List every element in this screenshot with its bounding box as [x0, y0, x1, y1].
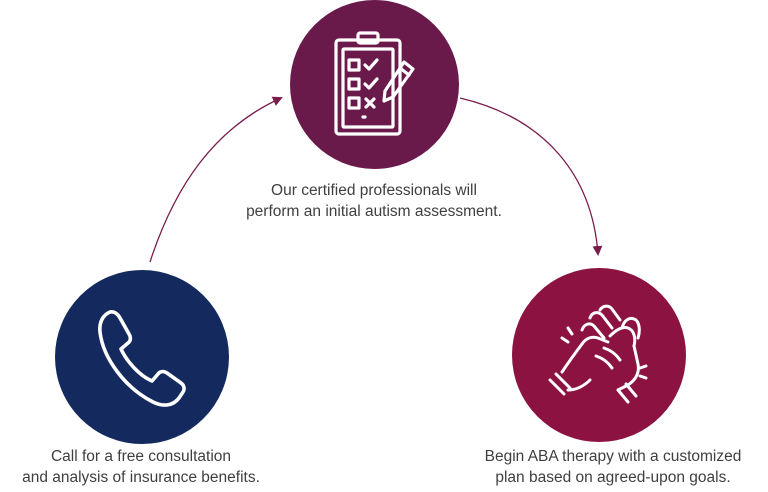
therapy-caption: Begin ABA therapy with a customized plan… — [458, 446, 768, 488]
clipboard-checklist-icon — [334, 31, 415, 136]
call-caption-line2: and analysis of insurance benefits. — [22, 469, 260, 486]
assessment-caption-line1: Our certified professionals will — [271, 182, 477, 199]
call-caption: Call for a free consultation and analysi… — [0, 446, 288, 488]
arrow-call-to-assessment — [149, 96, 283, 263]
assessment-caption: Our certified professionals will perform… — [224, 180, 524, 222]
joined-hands-icon — [548, 304, 648, 404]
therapy-caption-line2: plan based on agreed-upon goals. — [495, 469, 731, 486]
call-caption-line1: Call for a free consultation — [50, 448, 232, 465]
assessment-caption-line2: perform an initial autism assessment. — [246, 203, 502, 220]
arrow-assessment-to-therapy — [459, 97, 603, 256]
phone-icon — [98, 310, 186, 407]
therapy-circle — [512, 268, 686, 442]
call-circle — [55, 270, 229, 444]
therapy-caption-line1: Begin ABA therapy with a customized — [484, 448, 742, 465]
assessment-circle — [290, 0, 459, 169]
